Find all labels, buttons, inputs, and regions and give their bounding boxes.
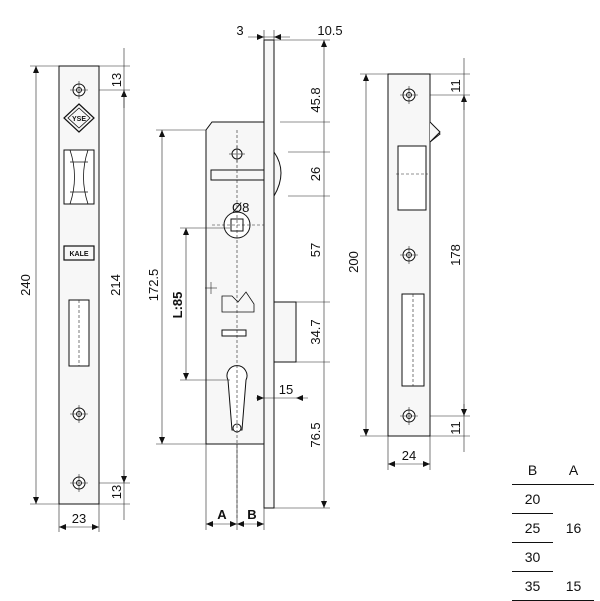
spec-table-header-row: B A bbox=[512, 456, 594, 485]
bolt-cam bbox=[221, 291, 255, 313]
side-case-view: Ø8 L:85 172.5 3 10 bbox=[146, 23, 343, 530]
spec-cell-a: 16 bbox=[565, 520, 582, 536]
strike-plate-view: 200 178 11 11 24 bbox=[346, 58, 470, 470]
dim-13-bottom-label: 13 bbox=[109, 485, 124, 499]
dim-26-label: 26 bbox=[308, 167, 323, 181]
front-faceplate bbox=[58, 65, 100, 505]
svg-text:KALE: KALE bbox=[69, 251, 88, 258]
spec-cell-a bbox=[553, 543, 594, 572]
spec-cell-b: 20 bbox=[512, 484, 553, 514]
lock-case bbox=[205, 121, 265, 445]
dim-13-top-label: 13 bbox=[109, 73, 124, 87]
strike-latch-opening bbox=[397, 145, 427, 211]
spec-cell-b: 25 bbox=[512, 513, 553, 543]
bolt-window bbox=[68, 299, 90, 367]
strike-screw-hole-bottom bbox=[400, 407, 418, 425]
spec-cell-a: 15 bbox=[553, 571, 594, 601]
spec-header-a: A bbox=[553, 456, 594, 485]
top-adjust-screw bbox=[229, 146, 245, 162]
latch-window bbox=[63, 149, 95, 205]
dim-3-label: 3 bbox=[236, 23, 243, 38]
mid-screw bbox=[205, 282, 217, 294]
strike-screw-hole-top bbox=[400, 86, 418, 104]
front-faceplate-view: YSE KALE 240 214 bbox=[18, 48, 130, 532]
dim-A-label: A bbox=[217, 507, 227, 522]
backset-spec-table: B A 20 25 16 30 35 15 bbox=[512, 456, 594, 601]
side-faceplate bbox=[263, 39, 275, 509]
spec-cell-a bbox=[553, 485, 594, 514]
latch-bolt bbox=[273, 150, 282, 198]
spec-cell-b: 30 bbox=[512, 542, 553, 572]
dim-11-bottom-label: 11 bbox=[448, 421, 463, 435]
spec-header-b: B bbox=[512, 456, 553, 485]
svg-text:YSE: YSE bbox=[72, 116, 86, 123]
dim-172-5-label: 172.5 bbox=[146, 269, 161, 302]
dim-178-label: 178 bbox=[448, 244, 463, 266]
spec-cell-b: 35 bbox=[512, 571, 553, 601]
strike-screw-hole-mid bbox=[400, 246, 418, 264]
dead-bolt bbox=[273, 301, 297, 363]
dim-B-label: B bbox=[247, 507, 256, 522]
dim-spindle-label: Ø8 bbox=[232, 200, 249, 215]
table-row: 20 bbox=[512, 484, 594, 514]
latch-stem bbox=[210, 169, 265, 181]
dim-76-5-label: 76.5 bbox=[308, 422, 323, 447]
yse-logo: YSE bbox=[63, 103, 95, 133]
dim-15-label: 15 bbox=[279, 382, 293, 397]
dim-24-label: 24 bbox=[402, 448, 416, 463]
cam-slot bbox=[221, 329, 247, 337]
dim-11-top-label: 11 bbox=[448, 79, 463, 93]
strike-lip bbox=[429, 121, 441, 143]
table-row: 25 16 bbox=[512, 513, 594, 543]
dim-45-8-label: 45.8 bbox=[308, 87, 323, 112]
dim-23-label: 23 bbox=[72, 511, 86, 526]
dim-L85-label: L:85 bbox=[170, 292, 185, 319]
dim-240-label: 240 bbox=[18, 274, 33, 296]
dim-10-5-label: 10.5 bbox=[317, 23, 342, 38]
front-screw-hole-mid bbox=[70, 405, 88, 423]
table-row: 30 bbox=[512, 542, 594, 572]
dim-214-label: 214 bbox=[108, 274, 123, 296]
front-screw-hole-bottom bbox=[70, 474, 88, 492]
dim-57-label: 57 bbox=[308, 243, 323, 257]
dim-34-7-label: 34.7 bbox=[308, 319, 323, 344]
front-screw-hole-top bbox=[70, 81, 88, 99]
dim-200-label: 200 bbox=[346, 251, 361, 273]
kale-logo: KALE bbox=[63, 245, 95, 261]
table-row: 35 15 bbox=[512, 571, 594, 601]
